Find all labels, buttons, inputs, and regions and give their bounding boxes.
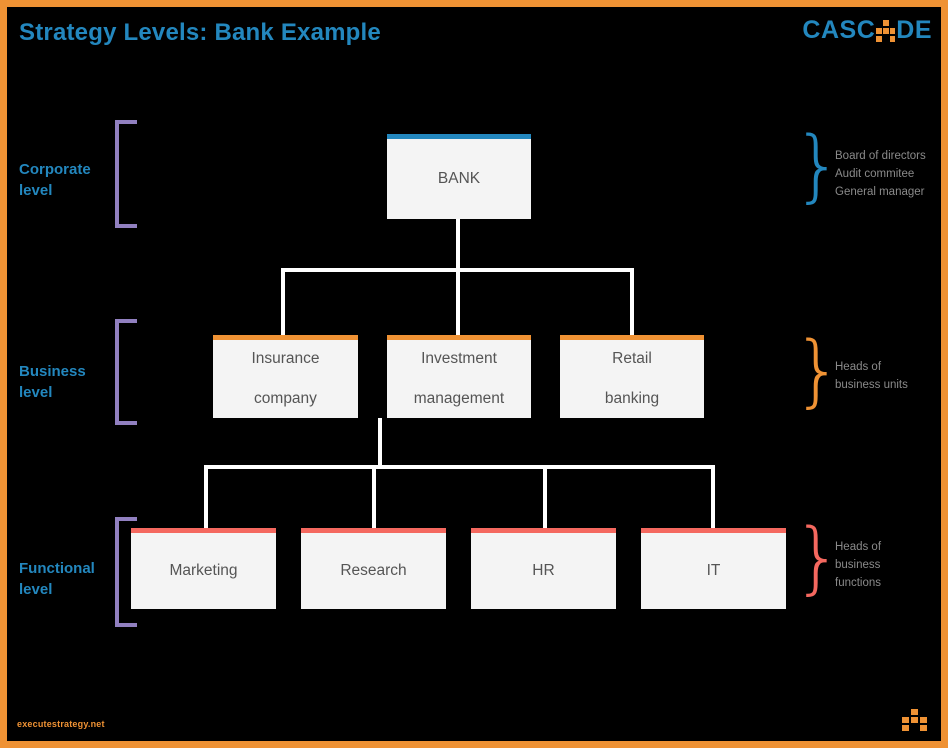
- node-insurance-company-line2: company: [254, 390, 317, 408]
- cascade-dot-a-icon: [876, 19, 896, 42]
- annotation-functional: Heads of business functions: [835, 539, 948, 592]
- connector-marketing-drop: [204, 465, 208, 528]
- page-title: Strategy Levels: Bank Example: [19, 19, 381, 46]
- level-bracket-corporate: [115, 120, 137, 228]
- brace-corporate: }: [793, 121, 843, 211]
- connector-hr-drop: [543, 465, 547, 528]
- node-research-label: Research: [340, 561, 407, 579]
- node-retail-banking-line1: Retail: [612, 349, 652, 367]
- node-bank-label: BANK: [437, 169, 481, 187]
- node-retail-banking-line2: banking: [604, 390, 660, 408]
- connector-it-drop: [711, 465, 715, 528]
- node-research[interactable]: Research: [301, 528, 446, 609]
- annotation-functional-line3: functions: [835, 576, 882, 589]
- brace-functional: }: [793, 513, 843, 603]
- node-marketing[interactable]: Marketing: [131, 528, 276, 609]
- connector-investment-stem: [378, 418, 382, 468]
- level-label-corporate-line2: level: [19, 182, 53, 200]
- node-insurance-company-line1: Insurance: [251, 349, 320, 367]
- node-investment-management-line2: management: [413, 390, 505, 408]
- level-label-corporate-line1: Corporate: [19, 161, 91, 178]
- connector-functional-bus: [204, 465, 714, 469]
- annotation-functional-line1: Heads of: [835, 541, 882, 553]
- node-investment-management-line1: Investment: [421, 349, 497, 367]
- annotation-functional-line2: business: [835, 558, 881, 571]
- connector-bank-stem: [456, 219, 460, 271]
- annotation-corporate: Board of directors Audit commitee Genera…: [835, 148, 948, 201]
- brand-logo: CASC DE: [802, 16, 932, 45]
- level-label-corporate: Corporate level: [19, 159, 119, 202]
- connector-investment-drop: [456, 268, 460, 335]
- level-label-functional: Functional level: [19, 558, 119, 601]
- node-retail-banking-label: Retail banking: [593, 349, 671, 409]
- node-retail-banking[interactable]: Retail banking: [560, 335, 704, 418]
- connector-research-drop: [372, 465, 376, 528]
- cascade-dot-cluster-icon: [899, 709, 927, 731]
- annotation-business: Heads of business units: [835, 359, 948, 395]
- annotation-corporate-line3: General manager: [835, 185, 925, 198]
- node-it[interactable]: IT: [641, 528, 786, 609]
- node-it-label: IT: [706, 561, 721, 579]
- node-insurance-company-label: Insurance company: [239, 349, 331, 409]
- annotation-corporate-line2: Audit commitee: [835, 167, 915, 180]
- annotation-business-line2: business units: [835, 378, 908, 391]
- brand-text-after: DE: [896, 16, 932, 44]
- node-hr[interactable]: HR: [471, 528, 616, 609]
- node-investment-management[interactable]: Investment management: [387, 335, 531, 418]
- connector-insurance-drop: [281, 268, 285, 335]
- level-label-functional-line1: Functional: [19, 560, 95, 577]
- footer-link[interactable]: executestrategy.net: [17, 719, 105, 729]
- level-label-business: Business level: [19, 361, 119, 404]
- connector-retail-drop: [630, 268, 634, 335]
- annotation-business-line1: Heads of: [835, 361, 882, 373]
- node-marketing-label: Marketing: [169, 561, 238, 579]
- node-investment-management-label: Investment management: [402, 349, 516, 409]
- annotation-corporate-line1: Board of directors: [835, 150, 926, 162]
- level-bracket-functional: [115, 517, 137, 627]
- brand-text-before: CASC: [802, 16, 876, 44]
- level-bracket-business: [115, 319, 137, 425]
- node-insurance-company[interactable]: Insurance company: [213, 335, 358, 418]
- node-bank[interactable]: BANK: [387, 134, 531, 219]
- level-label-functional-line2: level: [19, 581, 53, 599]
- node-hr-label: HR: [532, 561, 555, 579]
- level-label-business-line1: Business: [19, 363, 86, 380]
- level-label-business-line2: level: [19, 384, 53, 402]
- brace-business: }: [793, 326, 843, 416]
